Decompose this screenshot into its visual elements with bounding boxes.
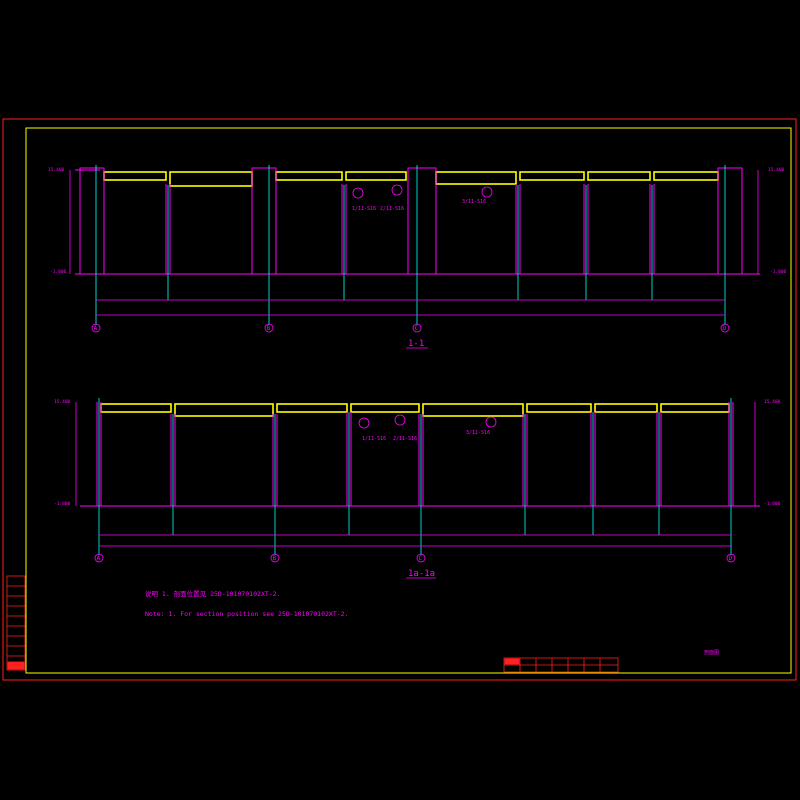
detail-tag-2-1: 1/11-S16 xyxy=(362,436,386,442)
columns-2 xyxy=(96,402,734,506)
axis-label-2-c: C xyxy=(419,555,423,562)
section-title-1-1: 1-1 xyxy=(408,339,424,349)
level-right-bottom-2: -1.800 xyxy=(764,501,781,507)
axis-lines-2 xyxy=(98,398,732,555)
detail-tag-2: 2/11-S16 xyxy=(380,206,404,212)
left-stamp-column xyxy=(6,575,26,671)
level-right-top: 15.400 xyxy=(768,167,785,173)
detail-markers-2 xyxy=(358,414,497,429)
axis-label-d: D xyxy=(723,325,727,332)
dimensions xyxy=(69,170,759,316)
detail-markers xyxy=(352,184,493,199)
section-title-1a-1a: 1a-1a xyxy=(408,569,435,579)
axis-lines xyxy=(95,165,726,325)
axis-label-a: A xyxy=(94,325,98,332)
axis-label-c: C xyxy=(415,325,419,332)
axis-label-2-b: B xyxy=(273,555,277,562)
detail-tag-2-2: 2/11-S16 xyxy=(393,436,417,442)
detail-tag-1: 1/11-S16 xyxy=(352,206,376,212)
roof-beam xyxy=(103,171,719,187)
axis-bubbles-2 xyxy=(94,553,736,563)
level-left-top: 15.400 xyxy=(48,167,65,173)
note-line-2: Note: 1. For section position see 25D-10… xyxy=(145,610,349,618)
dimensions-2 xyxy=(75,402,756,547)
detail-tag-2-3: 3/11-S16 xyxy=(466,430,490,436)
detail-tag-3: 3/11-S16 xyxy=(462,199,486,205)
axis-label-2-d: D xyxy=(729,555,733,562)
axis-bubbles xyxy=(91,323,730,333)
inner-frame xyxy=(25,127,792,674)
columns xyxy=(79,167,743,275)
level-left-bottom-2: -1.800 xyxy=(54,501,71,507)
outer-frame xyxy=(2,118,797,681)
section-1a-1a: 1/11-S16 2/11-S16 3/11-S16 15.400 15.400… xyxy=(54,398,781,579)
section-1-1: 1/11-S16 2/11-S16 3/11-S16 15.400 15.400… xyxy=(48,165,787,349)
level-left-bottom: -1.800 xyxy=(50,269,67,275)
title-block xyxy=(503,657,619,673)
roof-beam-2 xyxy=(100,403,730,417)
note-line-1: 说明 1. 剖面位置见 25D-101070102XT-2. xyxy=(145,589,281,598)
level-right-top-2: 15.400 xyxy=(764,399,781,405)
title-block-stamp: 剖面图 xyxy=(704,649,719,656)
axis-label-b: B xyxy=(267,325,271,332)
level-right-bottom: -1.800 xyxy=(770,269,787,275)
axis-label-2-a: A xyxy=(97,555,101,562)
level-left-top-2: 15.400 xyxy=(54,399,71,405)
